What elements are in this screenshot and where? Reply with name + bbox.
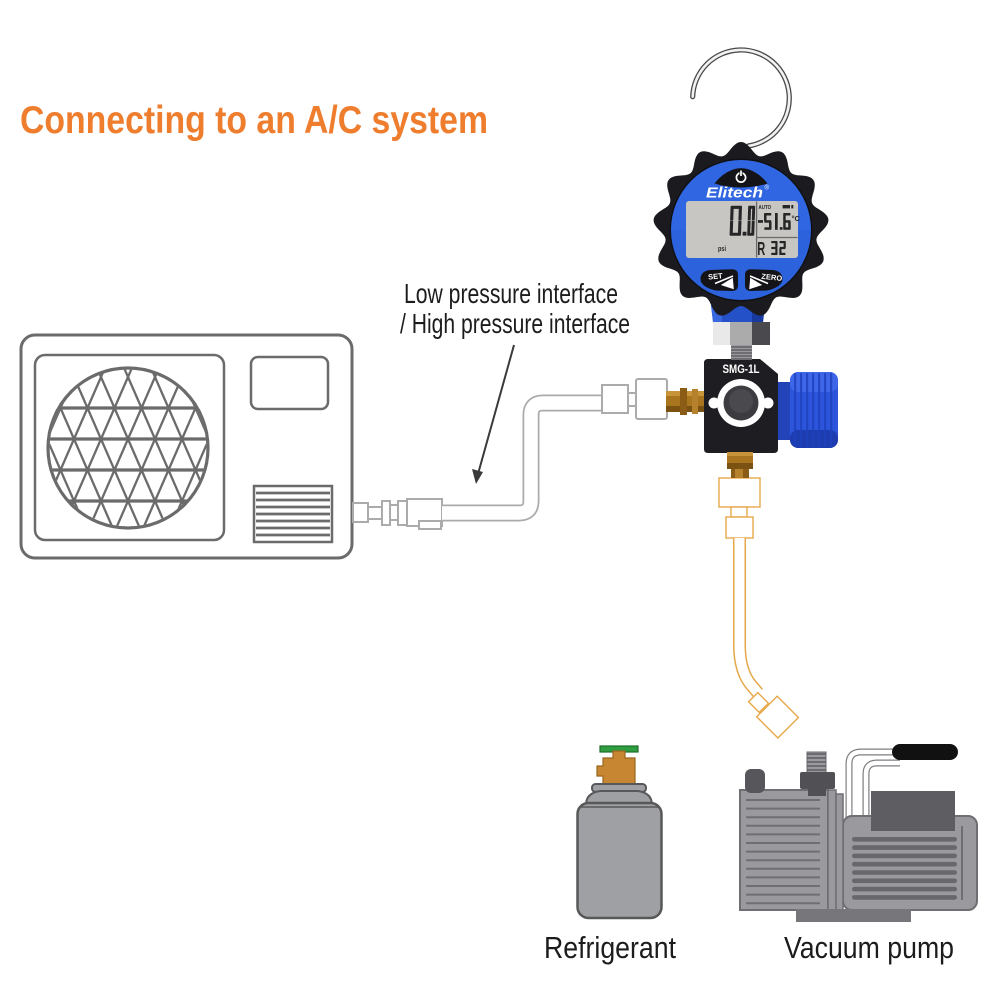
svg-text:/ High pressure interface: / High pressure interface	[400, 308, 630, 339]
svg-text:psi: psi	[718, 244, 726, 253]
svg-text:Low pressure interface: Low pressure interface	[404, 278, 618, 309]
svg-text:Refrigerant: Refrigerant	[544, 930, 676, 965]
svg-text:®: ®	[765, 185, 770, 192]
svg-text:ZERO: ZERO	[761, 272, 783, 283]
svg-text:Vacuum pump: Vacuum pump	[784, 930, 954, 965]
svg-text:Connecting to an A/C system: Connecting to an A/C system	[20, 99, 488, 142]
svg-text:°C: °C	[792, 214, 801, 223]
svg-text:R: R	[757, 239, 765, 259]
svg-text:SET: SET	[708, 271, 724, 282]
svg-text:SMG-1L: SMG-1L	[723, 362, 760, 376]
svg-text:AUTO: AUTO	[759, 205, 772, 211]
svg-text:Elitech: Elitech	[706, 185, 763, 202]
